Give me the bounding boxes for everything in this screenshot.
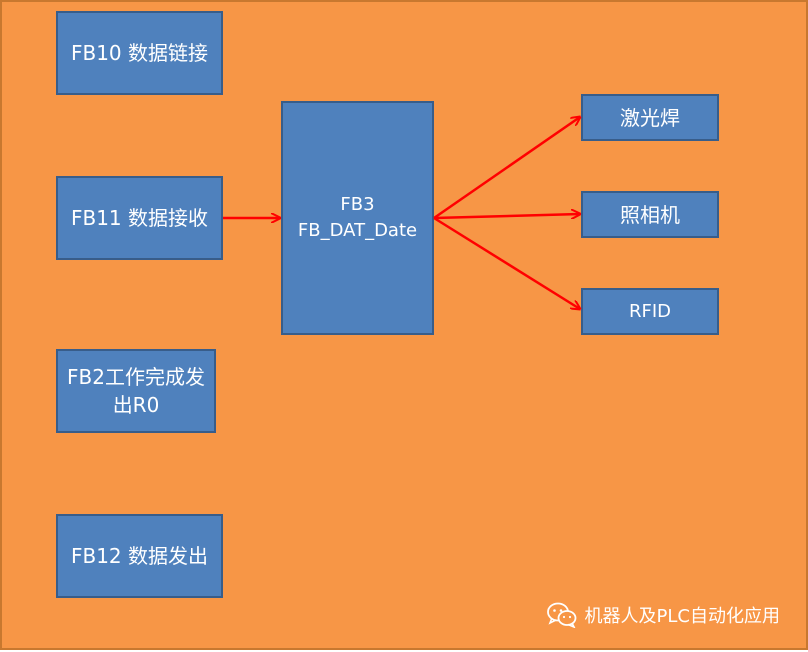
fb11-data-receive-box: FB11 数据接收 [56,176,223,260]
fb2-work-complete-box: FB2工作完成发出R0 [56,349,216,433]
fb11-label: FB11 数据接收 [70,206,209,230]
fb12-label: FB12 数据发出 [70,544,209,568]
rfid-box: RFID [581,288,719,335]
rfid-label: RFID [628,300,672,322]
laser-welding-box: 激光焊 [581,94,719,141]
arrow-fb3-to-rfid [433,216,580,309]
fb3-label-line1: FB3 [340,194,375,215]
fb3-label-line2: FB_DAT_Date [297,220,418,241]
watermark-text: 机器人及PLC自动化应用 [584,606,780,627]
fb10-data-link-box: FB10 数据链接 [56,11,223,95]
arrow-fb3-to-laser [433,117,580,220]
fb12-data-send-box: FB12 数据发出 [56,514,223,598]
laser-label: 激光焊 [620,105,680,130]
watermark: 机器人及PLC自动化应用 [546,602,780,628]
fb2-label: FB2工作完成发出R0 [67,365,205,417]
arrow-fb3-to-camera [433,214,580,220]
fb3-label-group: FB3 FB_DAT_Date [298,192,417,244]
fb3-dat-date-box: FB3 FB_DAT_Date [281,101,434,335]
fb10-label: FB10 数据链接 [70,41,209,65]
camera-box: 照相机 [581,191,719,238]
camera-label: 照相机 [620,202,680,227]
wechat-icon [546,602,576,628]
